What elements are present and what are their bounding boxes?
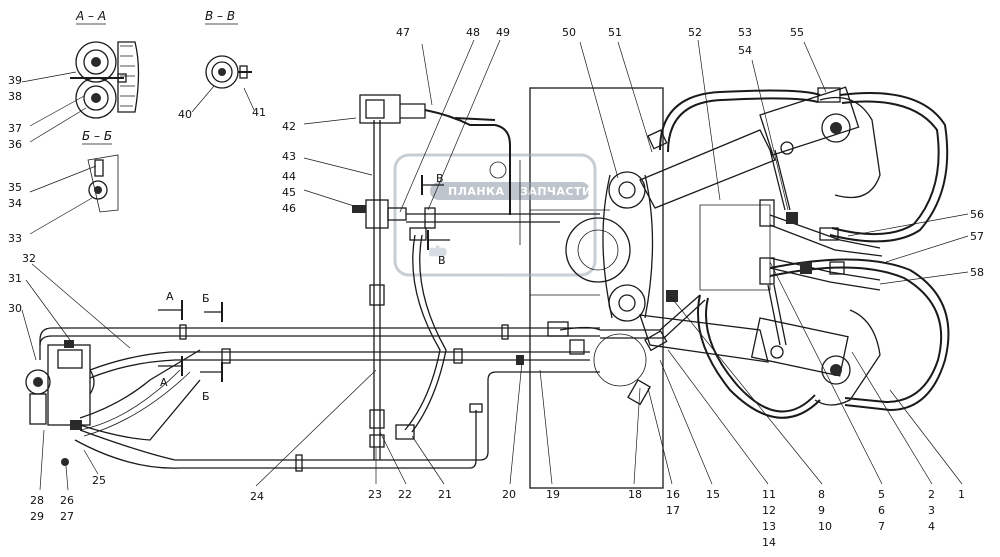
section-v-v: В – В [205,9,252,89]
callout-33: 33 [8,232,22,245]
callout-2: 2 [928,488,935,501]
callout-39: 39 [8,74,22,87]
callout-19: 19 [546,488,560,501]
watermark-sub: ПЛАНКА [448,185,505,198]
callout-31: 31 [8,272,22,285]
callout-42: 42 [282,120,296,133]
callout-8: 8 [818,488,825,501]
section-a-a: А – А [70,9,140,119]
cut-marker-a-bottom: А [160,376,168,389]
callout-23: 23 [368,488,382,501]
callout-41: 41 [252,106,266,119]
cut-marker-a-top: А [166,290,174,303]
callout-15: 15 [706,488,720,501]
callout-35: 35 [8,181,22,194]
callout-56: 56 [970,208,984,221]
callout-40: 40 [178,108,192,121]
callout-9: 9 [818,504,825,517]
callout-16: 16 [666,488,680,501]
callout-10: 10 [818,520,832,533]
callout-29: 29 [30,510,44,523]
callout-46: 46 [282,202,296,215]
callout-45: 45 [282,186,296,199]
cut-marker-b-top: Б [202,292,210,305]
cut-marker-v-top: В [436,172,444,185]
cut-marker-b-bottom: Б [202,390,210,403]
callout-47: 47 [396,26,410,39]
callout-13: 13 [762,520,776,533]
callout-51: 51 [608,26,622,39]
callout-49: 49 [496,26,510,39]
callout-21: 21 [438,488,452,501]
callout-30: 30 [8,302,22,315]
callout-50: 50 [562,26,576,39]
svg-text:эlo: эlo [430,245,446,258]
callout-27: 27 [60,510,74,523]
callout-7: 7 [878,520,885,533]
frame-plate [529,87,664,489]
callout-numbers: 39 38 37 36 40 41 35 34 33 32 31 30 28 2… [8,26,984,549]
section-v-v-label: В – В [205,9,235,23]
callout-12: 12 [762,504,776,517]
callout-53: 53 [738,26,752,39]
callout-22: 22 [398,488,412,501]
watermark: эlo ПЛАНКА ЗАПЧАСТИ [393,153,597,277]
callout-3: 3 [928,504,935,517]
callout-11: 11 [762,488,776,501]
pipelines [39,324,600,472]
leader-lines [21,39,969,491]
callout-25: 25 [92,474,106,487]
steering-gear [25,340,95,466]
section-a-a-label: А – А [75,9,106,23]
callout-14: 14 [762,536,776,549]
callout-52: 52 [688,26,702,39]
callout-55: 55 [790,26,804,39]
callout-6: 6 [878,504,885,517]
callout-32: 32 [22,252,36,265]
callout-4: 4 [928,520,935,533]
callout-20: 20 [502,488,516,501]
callout-57: 57 [970,230,984,243]
callout-26: 26 [60,494,74,507]
callout-1: 1 [958,488,965,501]
watermark-text: ЗАПЧАСТИ [520,185,592,198]
cut-marker-v-bottom: В [438,254,446,267]
callout-24: 24 [250,490,264,503]
callout-38: 38 [8,90,22,103]
callout-44: 44 [282,170,296,183]
section-cut-markers: А А Б Б В В [158,172,450,403]
section-b-b: Б – Б [82,129,119,213]
callout-43: 43 [282,150,296,163]
callout-17: 17 [666,504,680,517]
callout-5: 5 [878,488,885,501]
callout-36: 36 [8,138,22,151]
callout-54: 54 [738,44,752,57]
valve-column [352,94,600,460]
callout-48: 48 [466,26,480,39]
callout-28: 28 [30,494,44,507]
section-b-b-label: Б – Б [82,129,112,143]
callout-37: 37 [8,122,22,135]
right-mechanism [547,86,950,419]
callout-58: 58 [970,266,984,279]
callout-18: 18 [628,488,642,501]
callout-34: 34 [8,197,22,210]
